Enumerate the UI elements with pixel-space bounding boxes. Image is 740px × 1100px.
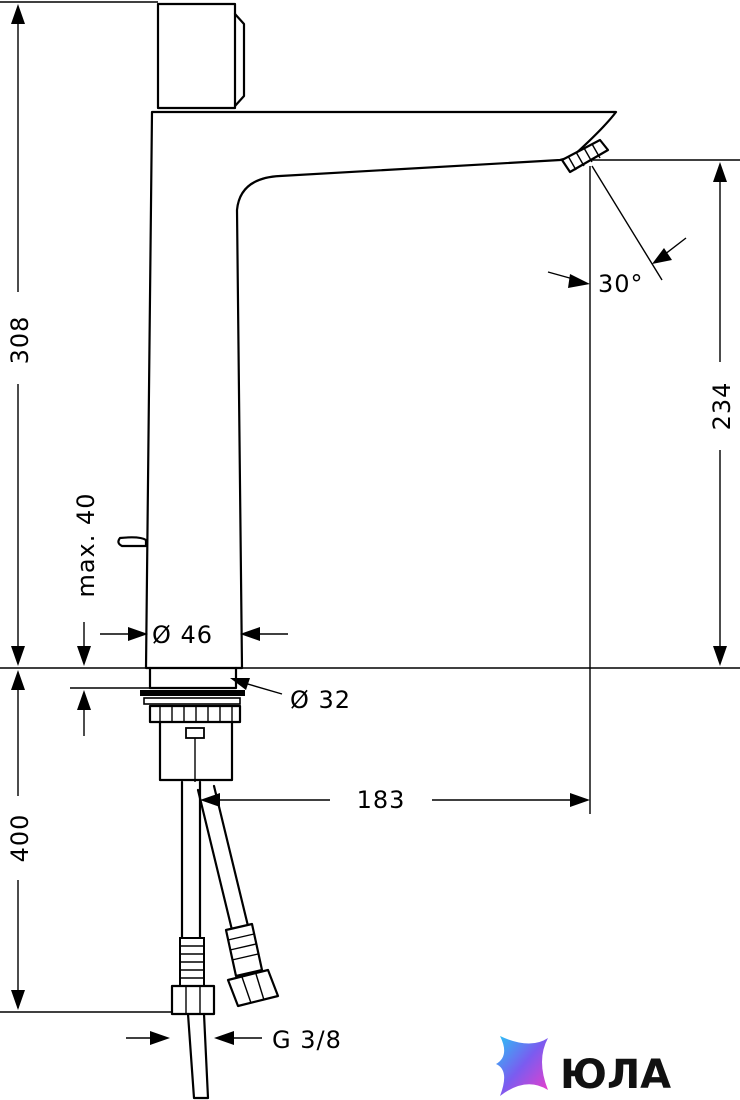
star-logo-icon [496,1036,548,1096]
supply-hoses [170,780,280,1100]
spout-reach-label: 183 [357,786,406,814]
body-diameter-label: Ø 46 [152,621,213,649]
shank-diameter-label: Ø 32 [290,686,351,714]
total-height-label: 308 [6,316,34,365]
brand-logo: ЮЛА [496,1036,671,1098]
hose-length-label: 400 [6,814,34,863]
max-thickness-label: max. 40 [72,492,100,597]
faucet-body [117,2,618,670]
spray-angle-label: 30° [598,270,644,298]
mounting-assembly [140,666,245,782]
dimension-lines [0,1,740,1045]
logo-text: ЮЛА [560,1052,671,1098]
thread-label: G 3/8 [272,1026,342,1054]
spout-height-label: 234 [708,382,736,431]
